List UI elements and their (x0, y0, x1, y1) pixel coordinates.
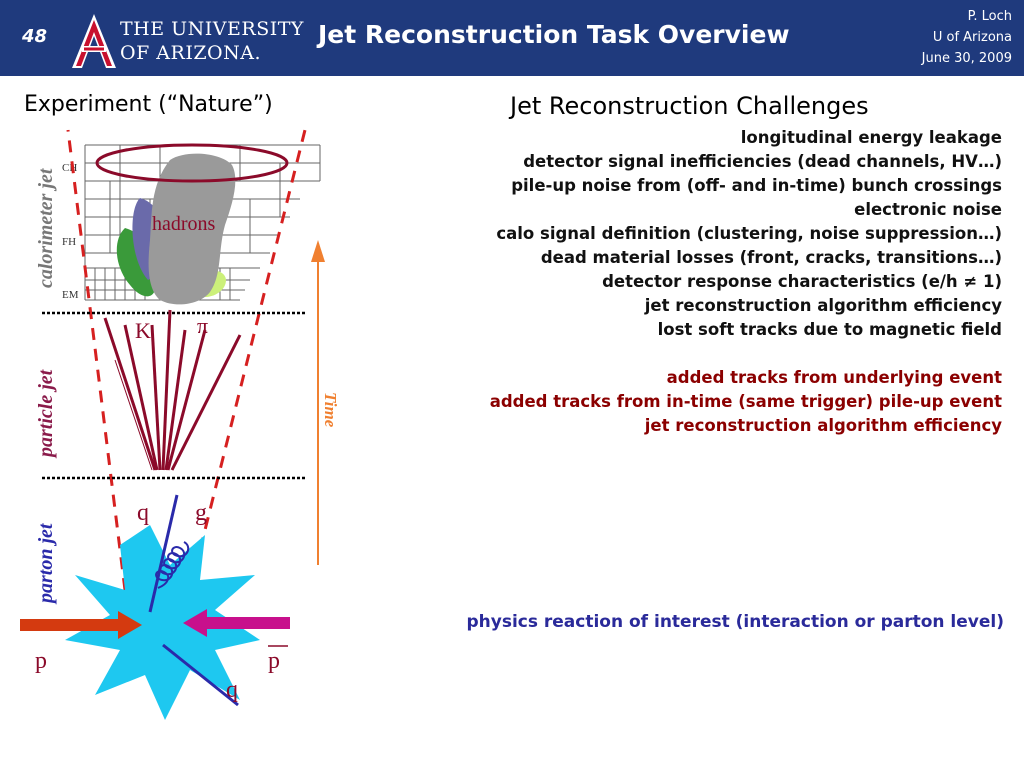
particle-tracks (103, 309, 242, 471)
arizona-a-icon (72, 14, 116, 68)
pion-label: π (197, 313, 208, 338)
list-item: jet reconstruction algorithm efficiency (644, 296, 1002, 315)
antiproton-arrow-right (183, 609, 290, 637)
header-bar: 48 THE UNIVERSITY OF ARIZONA. Jet Recons… (0, 0, 1024, 80)
experiment-heading: Experiment (“Nature”) (24, 92, 273, 117)
hadrons-label: hadrons (152, 213, 216, 235)
logo-text-line1: THE UNIVERSITY (120, 18, 304, 40)
jet-cone-ellipse (95, 143, 289, 183)
list-item: dead material losses (front, cracks, tra… (540, 248, 1002, 267)
challenges-list: longitudinal energy leakage detector sig… (362, 126, 1002, 438)
parton-level-note: physics reaction of interest (interactio… (466, 612, 1004, 632)
institution: U of Arizona (932, 30, 1012, 45)
antiproton-label: p (268, 648, 280, 674)
list-spacer (362, 342, 1002, 366)
quark-label-top: q (137, 500, 149, 526)
logo-text-line2: OF ARIZONA. (120, 42, 261, 64)
kaon-label: K (135, 318, 151, 343)
list-item: lost soft tracks due to magnetic field (657, 320, 1002, 339)
proton-label: p (35, 648, 47, 674)
gluon-label: g (195, 500, 207, 526)
time-label: Time (321, 392, 340, 428)
time-arrow-head (311, 240, 325, 262)
calorimeter-jet-label: calorimeter jet (35, 167, 57, 288)
thin-track (114, 359, 153, 471)
em-label: EM (62, 289, 79, 301)
list-item: calo signal definition (clustering, nois… (496, 224, 1002, 243)
list-item: longitudinal energy leakage (740, 128, 1002, 147)
jet-cone-lines (66, 129, 307, 591)
fh-label: FH (62, 236, 76, 248)
gluon-curl (155, 541, 190, 589)
proton-arrow-left (20, 611, 142, 639)
list-item: pile-up noise from (off- and in-time) bu… (511, 176, 1002, 195)
slide-meta: P. Loch U of Arizona June 30, 2009 (922, 6, 1012, 69)
list-item: detector response characteristics (e/h ≠… (602, 272, 1002, 291)
particle-jet-label: particle jet (35, 368, 57, 459)
list-item: added tracks from in-time (same trigger)… (489, 392, 1002, 411)
slide-title: Jet Reconstruction Task Overview (318, 20, 790, 49)
challenges-heading: Jet Reconstruction Challenges (510, 92, 869, 120)
list-item: added tracks from underlying event (666, 368, 1002, 387)
university-logo: THE UNIVERSITY OF ARIZONA. (70, 12, 303, 72)
ch-label: CH (62, 162, 77, 174)
list-item: jet reconstruction algorithm efficiency (644, 416, 1002, 435)
author: P. Loch (967, 9, 1012, 24)
parton-jet-label: parton jet (35, 522, 57, 605)
quark-label-bottom: q (226, 677, 238, 703)
slide-number: 48 (22, 26, 48, 47)
quark-line-bottom (162, 643, 239, 707)
hadron-gray-shape (148, 153, 236, 305)
list-item: electronic noise (854, 200, 1002, 219)
list-item: detector signal inefficiencies (dead cha… (523, 152, 1002, 171)
date: June 30, 2009 (921, 51, 1012, 66)
interaction-starburst (65, 525, 260, 720)
header-stripe (0, 76, 1024, 80)
quark-line-top (148, 494, 179, 613)
